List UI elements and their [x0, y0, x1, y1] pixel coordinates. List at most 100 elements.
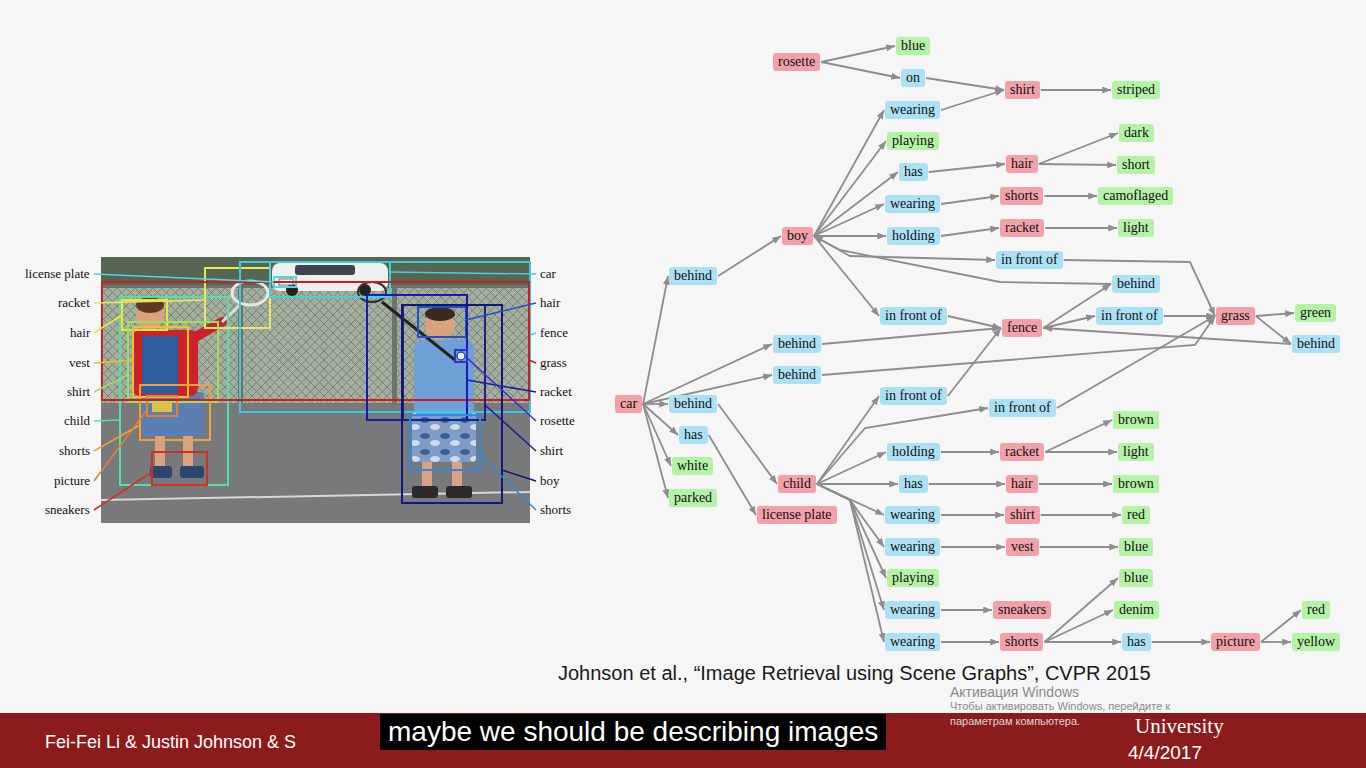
node-text: racket	[1005, 444, 1039, 459]
part-label: hair	[540, 295, 560, 311]
bbox	[270, 262, 390, 297]
attribute-node: blue	[1119, 538, 1153, 556]
object-node: fence	[1002, 319, 1042, 337]
part-label: hair	[70, 325, 90, 341]
connector	[941, 514, 1004, 516]
attribute-node: red	[1302, 601, 1330, 619]
object-node: shorts	[1000, 187, 1043, 205]
connector	[941, 609, 992, 611]
relation-node: behind	[773, 335, 821, 353]
connector	[1039, 164, 1116, 165]
relation-node: in front of	[880, 307, 947, 325]
node-text: wearing	[890, 507, 935, 522]
node-text: light	[1123, 220, 1149, 235]
node-text: behind	[1297, 336, 1335, 351]
node-text: red	[1307, 602, 1325, 617]
node-text: has	[904, 164, 923, 179]
relation-node: behind	[669, 267, 717, 285]
part-label: racket	[540, 384, 572, 400]
node-text: wearing	[890, 539, 935, 554]
node-text: wearing	[890, 634, 935, 649]
node-text: behind	[674, 268, 712, 283]
connector	[1040, 546, 1118, 548]
connector	[1043, 316, 1095, 328]
attribute-node: parked	[669, 489, 717, 507]
node-text: in front of	[1101, 308, 1158, 323]
connector	[817, 484, 886, 578]
bbox	[402, 305, 502, 503]
node-text: has	[904, 476, 923, 491]
bounding-boxes	[102, 262, 530, 503]
leader-line	[466, 303, 536, 320]
connector	[948, 316, 1001, 328]
bbox	[205, 268, 270, 328]
relation-node: wearing	[885, 195, 940, 213]
object-node: picture	[1211, 633, 1260, 651]
attribute-node: playing	[887, 569, 939, 587]
connector	[1045, 451, 1117, 453]
connector	[1041, 514, 1121, 516]
citation: Johnson et al., “Image Retrieval using S…	[558, 661, 1151, 685]
attribute-node: playing	[887, 132, 939, 150]
leader-line	[94, 420, 120, 421]
relation-node: behind	[669, 395, 717, 413]
leader-line	[94, 375, 128, 392]
attribute-node: brown	[1113, 475, 1159, 493]
connector	[643, 276, 668, 404]
node-text: blue	[901, 38, 925, 53]
bbox	[455, 350, 467, 362]
leader-line	[94, 360, 133, 363]
bbox	[128, 322, 218, 402]
connector	[822, 328, 1001, 344]
boy-leg	[452, 458, 462, 488]
connector	[1045, 195, 1098, 197]
connector	[948, 328, 1001, 396]
connector	[718, 404, 777, 484]
part-label: child	[64, 413, 90, 429]
node-text: in front of	[994, 400, 1051, 415]
attribute-node: striped	[1112, 81, 1160, 99]
part-label: rosette	[540, 413, 575, 429]
node-text: license plate	[762, 507, 832, 522]
attribute-node: green	[1295, 304, 1336, 322]
connector	[941, 451, 999, 453]
bbox	[102, 282, 529, 400]
child-racket-head	[232, 281, 268, 305]
connector	[817, 483, 898, 485]
leader-line	[529, 360, 536, 363]
object-node: hair	[1006, 475, 1038, 493]
relation-node: wearing	[885, 101, 940, 119]
node-text: has	[684, 427, 703, 442]
leader-line	[467, 358, 536, 421]
connector	[1045, 420, 1112, 452]
connector	[1164, 315, 1215, 317]
edges	[643, 46, 1301, 642]
child-racket	[222, 305, 240, 322]
node-text: green	[1300, 305, 1331, 320]
object-node: racket	[1000, 443, 1044, 461]
footer-date: 4/4/2017	[1128, 741, 1202, 764]
boy-shoe	[412, 486, 438, 498]
relation-node: behind	[1292, 335, 1340, 353]
connector	[1045, 641, 1122, 643]
child-sneaker	[150, 466, 172, 478]
bbox	[410, 415, 480, 470]
node-text: yellow	[1297, 634, 1335, 649]
node-text: dark	[1124, 125, 1149, 140]
object-node: shorts	[1000, 633, 1043, 651]
connector	[814, 236, 1111, 284]
attribute-node: dark	[1119, 124, 1154, 142]
leader-line	[530, 333, 536, 335]
object-node: boy	[782, 227, 813, 245]
node-text: brown	[1118, 476, 1154, 491]
attribute-node: blue	[896, 37, 930, 55]
object-node: grass	[1216, 307, 1255, 325]
node-text: wearing	[890, 602, 935, 617]
node-text: fence	[1007, 320, 1037, 335]
attribute-node: light	[1118, 219, 1154, 237]
node-text: racket	[1005, 220, 1039, 235]
node-text: child	[783, 476, 811, 491]
relation-node: behind	[773, 366, 821, 384]
bbox	[133, 327, 188, 397]
bbox	[240, 262, 530, 412]
